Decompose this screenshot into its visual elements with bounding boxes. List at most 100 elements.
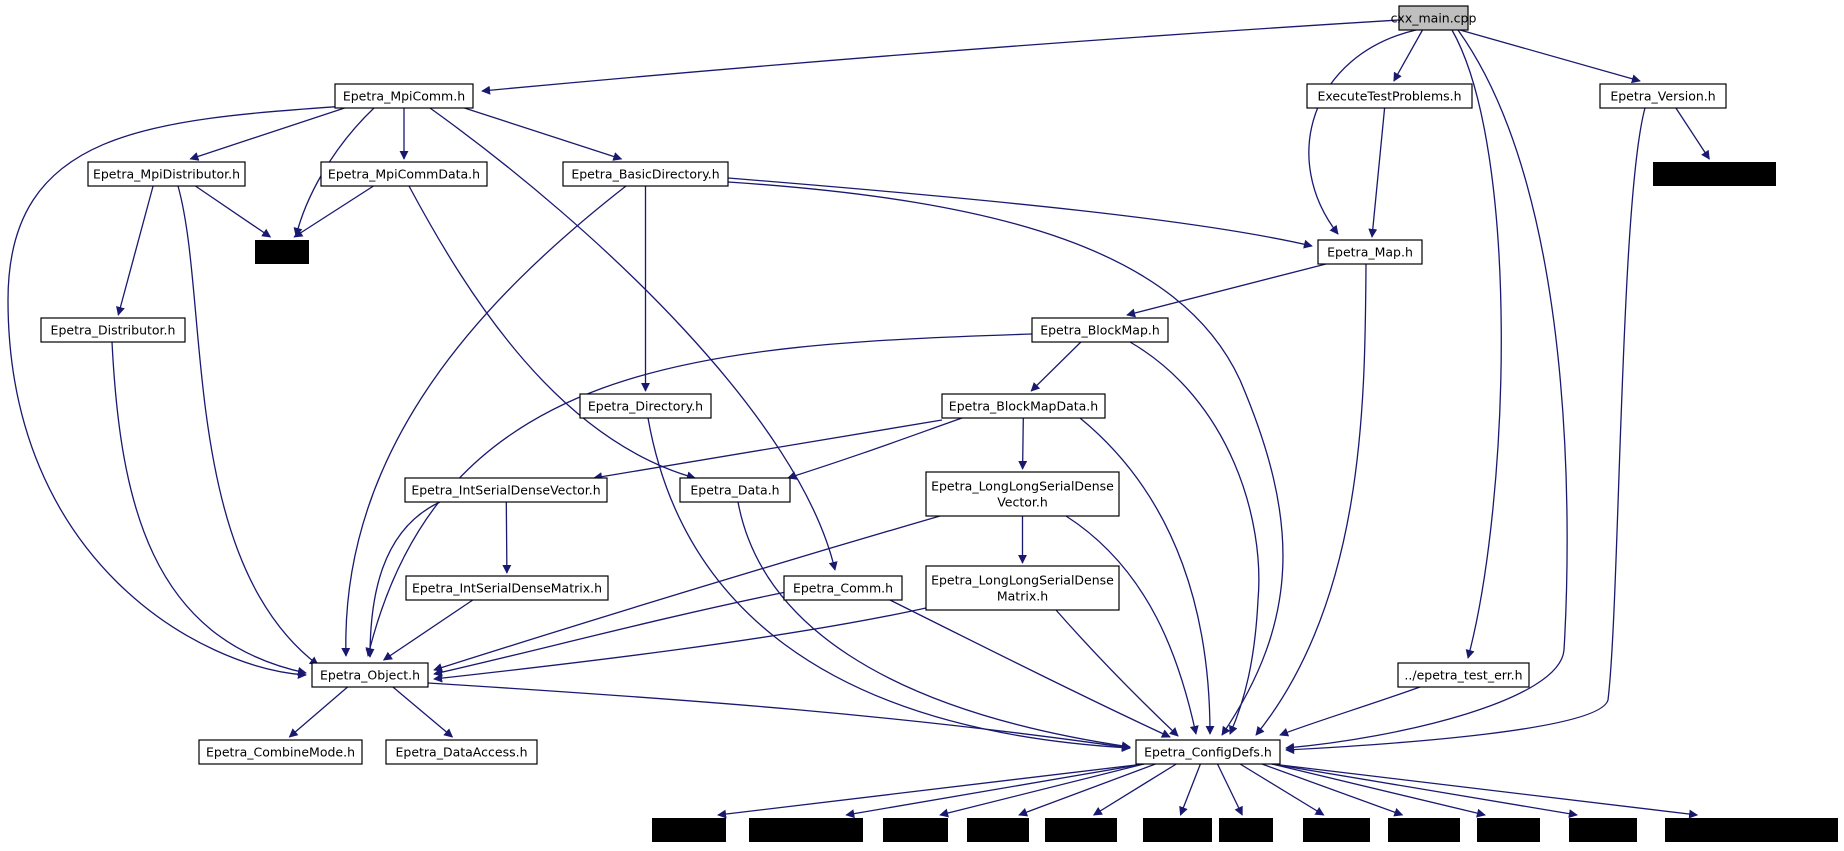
node-box	[1306, 83, 1473, 109]
node-configdefs[interactable]: Epetra_ConfigDefs.h	[1135, 739, 1281, 765]
node-box	[883, 818, 948, 842]
node-label: Epetra_BlockMapData.h	[949, 399, 1098, 414]
edge-configdefs-to-string	[1216, 763, 1243, 816]
node-label: sstream	[1399, 823, 1449, 838]
node-map[interactable]: Epetra_Map.h	[1317, 239, 1423, 265]
edge-configdefs-to-cstdlib	[939, 763, 1145, 818]
edge-mpicomm-to-mpidist	[189, 107, 345, 161]
edge-object-to-combinemode	[288, 686, 349, 738]
edge-configdefs-to-cstring	[1179, 763, 1202, 816]
edge-llvec-to-configdefs	[1065, 515, 1199, 735]
node-label: Epetra_config.h	[757, 823, 855, 838]
edge-basicdir-to-object	[341, 185, 627, 657]
node-exectest[interactable]: ExecuteTestProblems.h	[1306, 83, 1473, 109]
node-version[interactable]: Epetra_Version.h	[1599, 83, 1727, 109]
node-label: Epetra_DataAccess.h	[395, 745, 527, 760]
node-label: cstdlib	[895, 823, 936, 838]
edge-llvec-to-object	[433, 515, 941, 672]
node-object[interactable]: Epetra_Object.h	[311, 662, 429, 688]
node-iomanip[interactable]: iomanip	[1569, 818, 1637, 842]
node-basicdir[interactable]: Epetra_BasicDirectory.h	[562, 161, 729, 187]
node-cassert[interactable]: cassert	[1045, 818, 1117, 842]
node-cxx-main[interactable]: cxx_main.cpp	[1391, 5, 1477, 31]
node-intserialmat[interactable]: Epetra_IntSerialDenseMatrix.h	[405, 575, 609, 601]
node-label: ../epetra_test_err.h	[1404, 668, 1522, 683]
edge-comm-to-object	[433, 591, 787, 677]
node-directory[interactable]: Epetra_Directory.h	[579, 393, 712, 419]
node-mpi[interactable]: mpi.h	[255, 240, 309, 264]
node-sstream[interactable]: sstream	[1388, 818, 1460, 842]
node-cstdio[interactable]: cstdio	[967, 818, 1029, 842]
node-intserialvec[interactable]: Epetra_IntSerialDenseVector.h	[404, 477, 608, 503]
edge-basicdir-to-map	[727, 177, 1313, 249]
node-blockmap[interactable]: Epetra_BlockMap.h	[1031, 317, 1169, 343]
node-test-err[interactable]: ../epetra_test_err.h	[1397, 662, 1530, 688]
node-dataaccess[interactable]: Epetra_DataAccess.h	[385, 739, 538, 765]
edge-object-to-configdefs	[427, 682, 1131, 752]
node-box	[385, 739, 538, 765]
edge-configdefs-to-sstream	[1261, 763, 1404, 817]
node-mpicomm[interactable]: Epetra_MpiComm.h	[334, 83, 474, 109]
edge-data-to-configdefs	[737, 501, 1131, 751]
node-label: cxx_main.cpp	[1391, 11, 1477, 26]
node-cstring[interactable]: cstring	[1143, 818, 1212, 842]
edge-version-to-configdefs	[1285, 107, 1646, 755]
node-comm[interactable]: Epetra_Comm.h	[783, 575, 903, 601]
node-label: cassert	[1058, 823, 1103, 838]
edge-cxx_main-to-map	[1308, 29, 1417, 235]
node-label: Epetra_IntSerialDenseVector.h	[411, 483, 600, 498]
edge-cxx_main-to-exectest	[1393, 29, 1424, 82]
node-mpicommdata[interactable]: Epetra_MpiCommData.h	[320, 161, 488, 187]
node-dllexport[interactable]: Epetra_DLLExportMacro.h	[1665, 818, 1838, 842]
node-cmath[interactable]: cmath	[1477, 818, 1540, 842]
edge-llmat-to-configdefs	[1055, 609, 1179, 737]
node-label: ExecuteTestProblems.h	[1317, 89, 1461, 104]
edge-blockmapdata-to-llvec	[1018, 417, 1028, 470]
node-box	[1317, 239, 1423, 265]
edge-blockmapdata-to-data	[787, 417, 963, 480]
node-label: iomanip	[1578, 823, 1628, 838]
edge-directory-to-configdefs	[647, 417, 1131, 753]
edge-cxx_main-to-configdefs	[1285, 29, 1568, 752]
edge-llmat-to-object	[433, 607, 927, 683]
node-label: Epetra_Directory.h	[588, 399, 703, 414]
node-label: Epetra_MpiCommData.h	[328, 167, 480, 182]
edge-configdefs-to-iostream	[1239, 763, 1325, 816]
node-mpidist[interactable]: Epetra_MpiDistributor.h	[87, 161, 246, 187]
node-box	[405, 575, 609, 601]
edge-mpidist-to-distributor	[116, 185, 154, 316]
node-box	[925, 471, 1120, 517]
edge-cxx_main-to-mpicomm	[481, 19, 1400, 95]
edge-blockmap-to-blockmapdata	[1030, 341, 1082, 392]
node-string[interactable]: string	[1219, 818, 1273, 842]
node-label: Epetra_MpiDistributor.h	[93, 167, 240, 182]
edge-intserialmat-to-object	[382, 599, 474, 661]
node-blockmapdata[interactable]: Epetra_BlockMapData.h	[941, 393, 1106, 419]
node-box	[1569, 818, 1637, 842]
node-box	[1599, 83, 1727, 109]
edge-version-to-trilinos_version	[1675, 107, 1710, 160]
node-distributor[interactable]: Epetra_Distributor.h	[40, 317, 186, 343]
node-trilinos-version[interactable]: Trilinos_version.h	[1653, 162, 1776, 186]
edge-blockmapdata-to-configdefs	[1079, 417, 1215, 735]
edge-mpicomm-to-comm	[429, 107, 838, 571]
node-box	[1135, 739, 1281, 765]
edge-mpicomm-to-object	[7, 105, 346, 679]
node-epetra-config[interactable]: Epetra_config.h	[749, 818, 863, 842]
node-box	[1143, 818, 1212, 842]
node-box	[967, 818, 1029, 842]
node-box	[579, 393, 712, 419]
node-combinemode[interactable]: Epetra_CombineMode.h	[198, 739, 363, 765]
edge-mpidist-to-mpi	[195, 185, 272, 238]
node-data[interactable]: Epetra_Data.h	[679, 477, 791, 503]
node-cstdlib[interactable]: cstdlib	[883, 818, 948, 842]
node-box	[40, 317, 186, 343]
node-algorithm[interactable]: algorithm	[652, 818, 726, 842]
node-iostream[interactable]: iostream	[1303, 818, 1370, 842]
node-label: Epetra_LongLongSerialDense	[931, 479, 1114, 494]
node-label: Epetra_BasicDirectory.h	[571, 167, 719, 182]
